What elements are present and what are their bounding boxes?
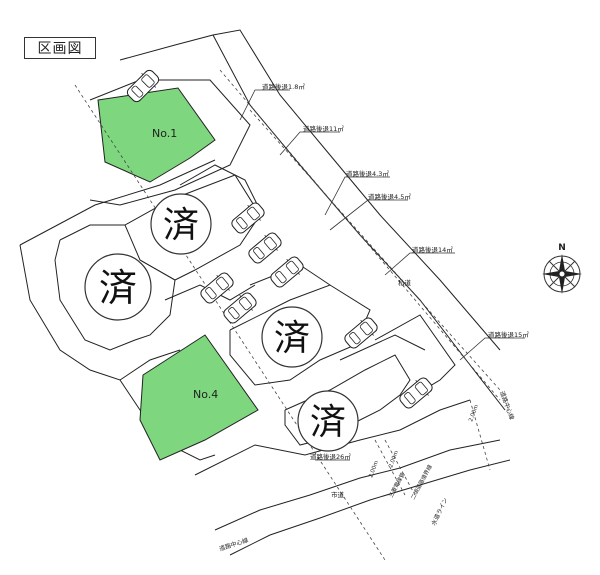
private-road-label: 私道 [398,278,412,287]
dimension-label: 2.00m [468,404,480,423]
car-icon [396,373,436,413]
setback-leaders [239,89,525,461]
compass-icon [542,254,582,294]
map-title: 区画図 [24,37,96,59]
boundary-label: 三菱電線管 [387,470,407,498]
sold-label: 済 [310,402,346,443]
setback-label: 道路後退15㎡ [488,330,529,339]
setback-label: 道路後退1.8㎡ [262,82,305,91]
setback-label: 道路後退4.3㎡ [346,169,389,178]
water-line-label: 水道ライン [430,496,450,527]
dimension-label: 2.00m [368,460,380,479]
car-icon [197,268,237,308]
sold-marker: 済 [261,306,323,368]
sold-markers: 済 済 済 済 [84,193,359,452]
lot-4-label: No.4 [193,388,218,401]
lot-1-area[interactable] [97,87,216,183]
sold-label: 済 [274,318,310,359]
setback-label: 道路後退26㎡ [310,452,351,461]
sold-label: 済 [163,205,199,246]
city-road-label: 市道 [331,490,345,499]
dimension-label: 2.00m [388,450,400,469]
sold-marker: 済 [297,390,359,452]
setback-label: 道路後退14㎡ [412,245,453,254]
road-centerline-label: 道路中心線 [498,390,516,421]
setback-label: 道路後退4.5㎡ [368,192,411,201]
compass-north-label: N [558,243,566,253]
car-icon [245,228,285,268]
sold-marker: 済 [84,253,152,321]
setback-label: 道路後退11㎡ [303,124,344,133]
map-title-text: 区画図 [37,41,83,57]
dimension-labels: 2.00m 2.00m 2.00m [368,404,480,479]
car-icon [220,288,260,328]
car-icon [341,313,381,353]
lot-4-area[interactable] [139,334,259,461]
setback-labels: 道路後退1.8㎡ 道路後退11㎡ 道路後退4.3㎡ 道路後退4.5㎡ 道路後退1… [262,82,529,461]
car-icon [267,252,307,292]
lot-1-label: No.1 [152,127,177,140]
sold-marker: 済 [150,193,212,255]
sold-label: 済 [99,266,137,310]
road-centerline-label: 道路中心線 [218,536,249,553]
car-icon [228,198,268,238]
